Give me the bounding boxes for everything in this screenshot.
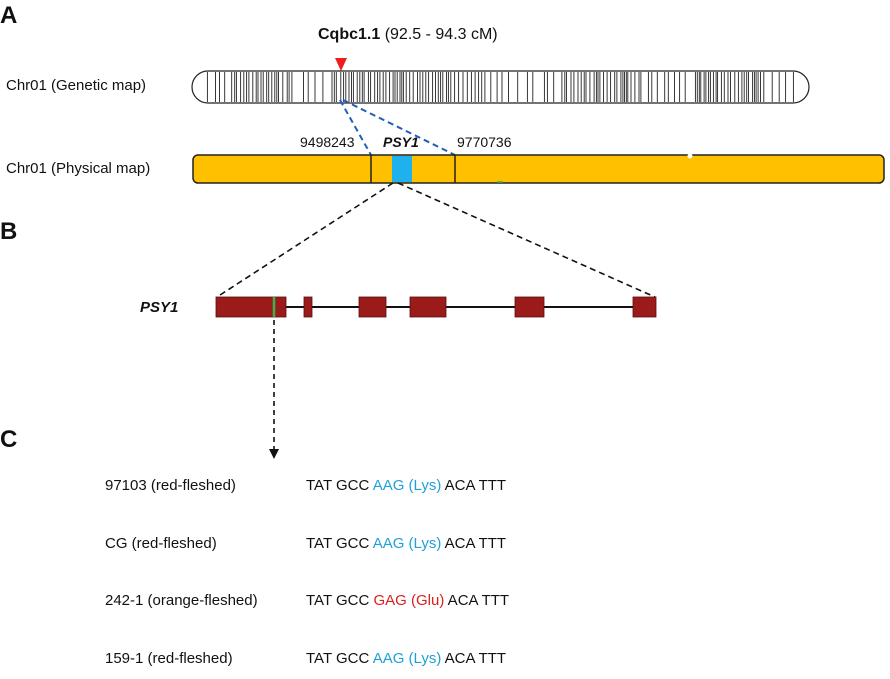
panel-label-a: A [0,2,18,29]
gene-zoom-line-left [216,182,394,298]
accession-name: 242-1 (orange-fleshed) [105,592,258,609]
genetic-map-chromosome [191,70,810,104]
sequence-suffix: ACA TTT [441,477,507,494]
psy1-region-label: PSY1 [383,134,419,150]
right-position-label: 9770736 [457,134,512,150]
accession-sequence: TAT GCC AAG (Lys) ACA TTT [306,650,506,667]
accession-sequence: TAT GCC AAG (Lys) ACA TTT [306,477,506,494]
sequence-suffix: ACA TTT [441,650,507,667]
panel-label-c: C [0,426,18,453]
sequence-prefix: TAT GCC [306,535,373,552]
sequence-suffix: ACA TTT [444,592,510,609]
qtl-title: Cqbc1.1 (92.5 - 94.3 cM) [318,26,498,44]
zoom-line-right [342,99,456,156]
exon-2 [303,296,313,318]
sequence-prefix: TAT GCC [306,592,374,609]
zoom-line-left [339,99,372,156]
physical-map-chromosome [192,154,885,184]
variant-codon: AAG (Lys) [372,650,442,667]
sequence-suffix: ACA TTT [441,535,507,552]
exon-3 [358,296,387,318]
accession-name: CG (red-fleshed) [105,535,217,552]
genetic-marker-lines [206,72,794,102]
snp-pointer-arrowhead [269,449,279,459]
accession-name: 159-1 (red-fleshed) [105,650,233,667]
variant-codon: AAG (Lys) [372,535,442,552]
qtl-range: (92.5 - 94.3 cM) [384,26,498,43]
accession-name: 97103 (red-fleshed) [105,477,236,494]
variant-codon: AAG (Lys) [372,477,442,494]
panel-label-b: B [0,218,18,245]
genetic-map-label: Chr01 (Genetic map) [6,77,147,94]
sequence-prefix: TAT GCC [306,650,373,667]
gene-zoom-line-right [397,182,656,298]
sequence-prefix: TAT GCC [306,477,373,494]
left-position-label: 9498243 [300,134,355,150]
exon-4 [409,296,447,318]
physical-map-label: Chr01 (Physical map) [6,160,151,177]
variant-codon: GAG (Glu) [373,592,445,609]
exon-5 [514,296,545,318]
gene-model-label: PSY1 [140,299,178,316]
exon-6 [632,296,657,318]
accession-sequence: TAT GCC GAG (Glu) ACA TTT [306,592,509,609]
exon-1 [215,296,287,318]
accession-sequence: TAT GCC AAG (Lys) ACA TTT [306,535,506,552]
psy1-region-highlight [392,156,412,182]
qtl-marker-arrow [335,58,347,71]
physical-map-dot [687,153,693,159]
qtl-name: Cqbc1.1 [318,26,381,43]
